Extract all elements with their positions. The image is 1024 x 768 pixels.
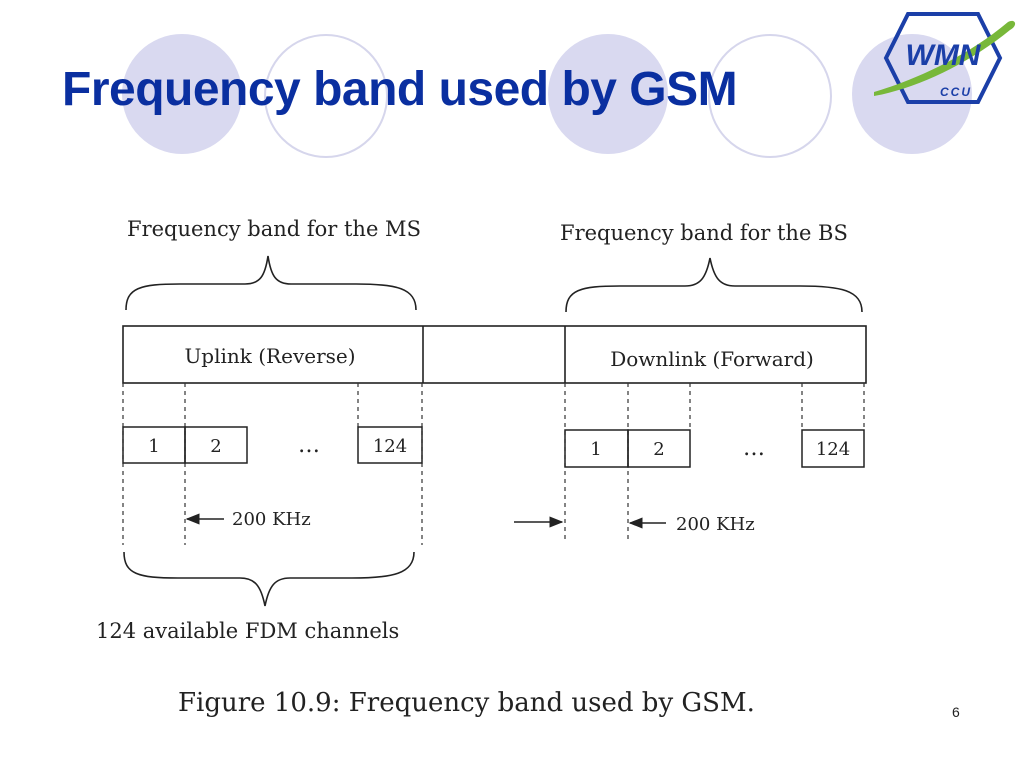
right-spacing-label: 200 KHz [676,514,755,535]
fdm-channels-brace [123,551,415,607]
uplink-channel-box [357,426,423,464]
uplink-label: Uplink (Reverse) [184,344,355,368]
ms-band-brace [125,255,417,311]
decor-circle-3 [548,34,668,154]
uplink-channel-label: 2 [210,436,221,457]
downlink-channel-label: 1 [590,439,601,460]
downlink-ellipsis: … [743,436,765,461]
logo-hexagon [883,12,1003,104]
bs-band-label: Frequency band for the BS [560,221,848,245]
logo-text-sub: CCU [940,85,972,99]
decor-circle-2 [264,34,388,158]
decor-circle-1 [122,34,242,154]
downlink-channel-box [801,429,865,468]
uplink-channel-label: 124 [373,436,407,457]
figure-caption: Figure 10.9: Frequency band used by GSM. [178,688,755,718]
downlink-channel-label: 124 [816,439,850,460]
downlink-label: Downlink (Forward) [610,347,814,371]
uplink-ellipsis: … [298,433,320,458]
downlink-channel-label: 2 [653,439,664,460]
page-number: 6 [952,704,960,720]
fdm-channels-label: 124 available FDM channels [96,619,399,643]
decor-circle-4 [708,34,832,158]
uplink-channel-box [184,426,248,464]
slide-title: Frequency band used by GSM [62,63,738,116]
logo-swoosh [874,20,1016,97]
uplink-channel-label: 1 [148,436,159,457]
left-spacing-label: 200 KHz [232,509,311,530]
bs-band-brace [565,257,863,313]
spectrum-band-box [122,325,867,384]
logo-text-main: WMN [906,39,982,72]
ms-band-label: Frequency band for the MS [127,217,421,241]
wmn-logo: WMN CCU [874,12,1016,104]
decor-circle-5 [852,34,972,154]
downlink-channel-box [627,429,691,468]
